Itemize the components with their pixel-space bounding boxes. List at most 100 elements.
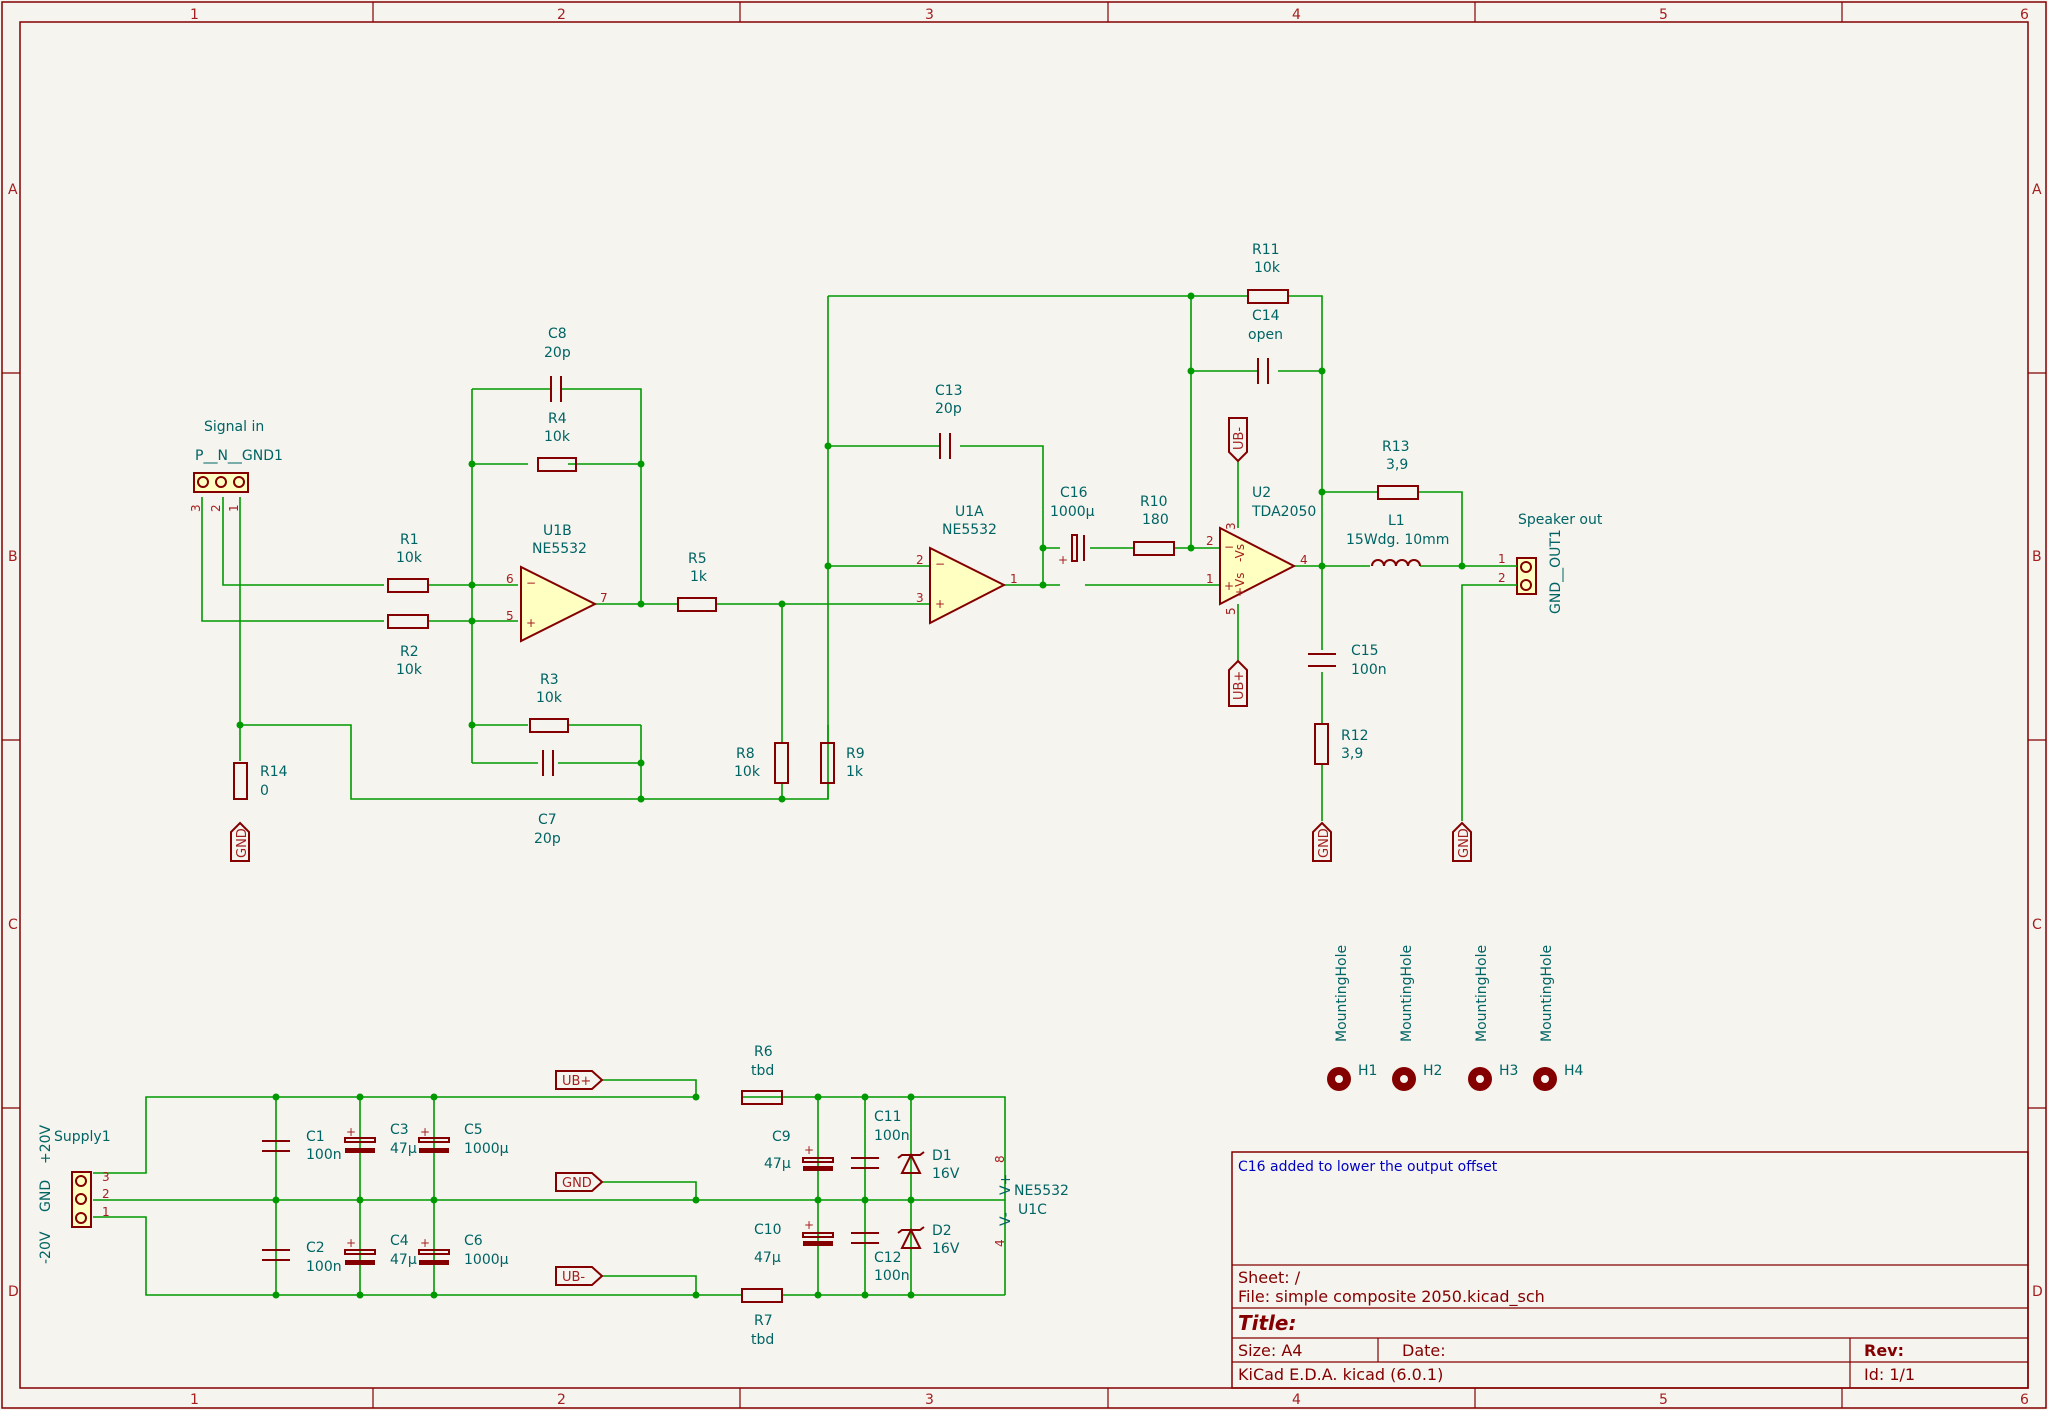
amplifier-u2[interactable]: −+ -Vs +Vs 2 1 4 3 5 U2 TDA2050 bbox=[1206, 485, 1316, 615]
r3-ref: R3 bbox=[540, 672, 559, 688]
r11-ref: R11 bbox=[1252, 242, 1280, 258]
frame-col-1-b: 1 bbox=[190, 1392, 199, 1408]
c14-value: open bbox=[1248, 327, 1283, 343]
capacitor-c8[interactable]: C8 20p bbox=[544, 326, 571, 402]
r2-value: 10k bbox=[396, 662, 423, 678]
wires bbox=[93, 295, 1487, 1296]
frame-row-c-r: C bbox=[2032, 917, 2042, 933]
title-block-sheet: Sheet: / bbox=[1238, 1268, 1301, 1287]
frame-row-d-r: D bbox=[2032, 1284, 2043, 1300]
u1b-pin-6: 6 bbox=[506, 572, 514, 586]
u1a-pin-2: 2 bbox=[916, 553, 924, 567]
h2-ref: H2 bbox=[1423, 1063, 1442, 1079]
u1b-pin-5: 5 bbox=[506, 609, 514, 623]
zener-d2[interactable]: D2 16V bbox=[897, 1223, 960, 1257]
c5-ref: C5 bbox=[464, 1122, 483, 1138]
gnd-flag-r12: GND bbox=[1312, 822, 1332, 862]
ub-minus-flag-u2: UB- bbox=[1228, 417, 1248, 463]
c2-value: 100n bbox=[306, 1259, 342, 1275]
capacitor-c12[interactable]: C12 100n bbox=[851, 1232, 910, 1284]
resistor-r5[interactable]: R5 1k bbox=[677, 551, 717, 612]
resistor-r8[interactable]: R8 10k bbox=[734, 742, 789, 784]
r12-ref: R12 bbox=[1341, 728, 1369, 744]
r12-value: 3,9 bbox=[1341, 746, 1363, 762]
u1a-pin-1: 1 bbox=[1010, 572, 1018, 586]
c11-value: 100n bbox=[874, 1128, 910, 1144]
capacitor-c7[interactable]: C7 20p bbox=[534, 750, 561, 847]
svg-text:−: − bbox=[935, 557, 945, 571]
speaker-out-connector[interactable]: 1 2 Speaker out GND__OUT1 bbox=[1487, 512, 1603, 614]
resistor-r10[interactable]: R10 180 bbox=[1133, 494, 1175, 556]
svg-text:−: − bbox=[526, 576, 536, 590]
frame-row-a: A bbox=[8, 182, 18, 198]
c3-ref: C3 bbox=[390, 1122, 409, 1138]
frame-col-5-b: 5 bbox=[1659, 1392, 1668, 1408]
resistor-r7[interactable]: R7 tbd bbox=[741, 1288, 783, 1348]
mounting-hole-h3[interactable]: H3 MountingHole bbox=[1468, 945, 1518, 1091]
supply-connector[interactable]: 3 2 1 Supply1 +20V GND -20V bbox=[38, 1124, 111, 1264]
opamp-u1a[interactable]: −+ 2 3 1 U1A NE5532 bbox=[916, 504, 1018, 625]
resistor-r6[interactable]: R6 tbd bbox=[741, 1044, 783, 1105]
u1a-ref: U1A bbox=[955, 504, 984, 520]
c16-plus: + bbox=[1058, 553, 1068, 567]
svg-text:+: + bbox=[420, 1236, 430, 1250]
resistor-r13[interactable]: R13 3,9 bbox=[1377, 439, 1419, 500]
capacitor-c6[interactable]: + C6 1000µ bbox=[418, 1233, 509, 1268]
capacitor-c1[interactable]: C1 100n bbox=[262, 1129, 342, 1163]
speaker-out-label: Speaker out bbox=[1518, 512, 1603, 528]
capacitor-c5[interactable]: + C5 1000µ bbox=[418, 1122, 509, 1157]
capacitor-c16[interactable]: + C16 1000µ bbox=[1050, 485, 1095, 567]
r5-value: 1k bbox=[690, 569, 708, 585]
capacitor-c2[interactable]: C2 100n bbox=[262, 1240, 342, 1275]
u2-ref: U2 bbox=[1252, 485, 1271, 501]
resistor-r2[interactable]: R2 10k bbox=[387, 614, 429, 678]
title-block-title: Title: bbox=[1238, 1311, 1296, 1335]
capacitor-c9[interactable]: + C9 47µ bbox=[764, 1129, 834, 1172]
signal-in-connector[interactable]: Signal in P__N__GND1 3 2 1 bbox=[189, 419, 283, 512]
capacitor-c14[interactable]: C14 open bbox=[1248, 308, 1283, 384]
resistor-r12[interactable]: R12 3,9 bbox=[1314, 723, 1369, 765]
capacitor-c13[interactable]: C13 20p bbox=[935, 383, 963, 459]
r10-ref: R10 bbox=[1140, 494, 1168, 510]
h3-ref: H3 bbox=[1499, 1063, 1518, 1079]
c12-ref: C12 bbox=[874, 1250, 902, 1266]
r14-value: 0 bbox=[260, 783, 269, 799]
c8-value: 20p bbox=[544, 345, 571, 361]
c9-value: 47µ bbox=[764, 1156, 791, 1172]
d2-ref: D2 bbox=[932, 1223, 952, 1239]
mounting-hole-h2[interactable]: H2 MountingHole bbox=[1392, 945, 1442, 1091]
gnd-flag-r14: GND bbox=[230, 822, 250, 862]
svg-text:UB-: UB- bbox=[1232, 427, 1247, 450]
capacitor-c4[interactable]: + C4 47µ bbox=[344, 1233, 417, 1268]
mounting-hole-h1[interactable]: H1 MountingHole bbox=[1327, 945, 1377, 1091]
d1-ref: D1 bbox=[932, 1148, 952, 1164]
r9-ref: R9 bbox=[846, 746, 865, 762]
zener-d1[interactable]: D1 16V bbox=[897, 1148, 960, 1182]
inductor-l1[interactable]: L1 15Wdg. 10mm bbox=[1346, 513, 1449, 567]
capacitor-c3[interactable]: + C3 47µ bbox=[344, 1122, 417, 1157]
resistor-r4[interactable]: R4 10k bbox=[537, 411, 577, 472]
resistor-r11[interactable]: R11 10k bbox=[1247, 242, 1289, 304]
resistor-r1[interactable]: R1 10k bbox=[387, 532, 429, 593]
h1-value: MountingHole bbox=[1334, 945, 1350, 1042]
capacitor-c11[interactable]: C11 100n bbox=[851, 1109, 910, 1169]
svg-text:+: + bbox=[420, 1125, 430, 1139]
mounting-hole-h4[interactable]: H4 MountingHole bbox=[1533, 945, 1584, 1091]
resistor-r3[interactable]: R3 10k bbox=[529, 672, 569, 733]
frame-col-6: 6 bbox=[2020, 7, 2029, 23]
u2-pin-1: 1 bbox=[1206, 572, 1214, 586]
opamp-u1c-power[interactable]: 8 4 V+ V- NE5532 U1C bbox=[993, 1155, 1069, 1247]
opamp-u1b[interactable]: −+ 6 5 7 U1B NE5532 bbox=[506, 523, 608, 643]
u2-vneg: -Vs bbox=[1233, 544, 1247, 562]
resistor-r9[interactable]: R9 1k bbox=[820, 742, 865, 784]
capacitor-c15[interactable]: C15 100n bbox=[1308, 643, 1387, 678]
supply-pin-3: 3 bbox=[102, 1170, 110, 1184]
resistor-r14[interactable]: R14 0 bbox=[233, 762, 288, 800]
frame-row-b-r: B bbox=[2032, 549, 2042, 565]
c6-ref: C6 bbox=[464, 1233, 483, 1249]
svg-text:GND: GND bbox=[235, 828, 250, 858]
capacitor-c10[interactable]: + C10 47µ bbox=[754, 1218, 834, 1266]
r5-ref: R5 bbox=[688, 551, 707, 567]
c1-value: 100n bbox=[306, 1147, 342, 1163]
